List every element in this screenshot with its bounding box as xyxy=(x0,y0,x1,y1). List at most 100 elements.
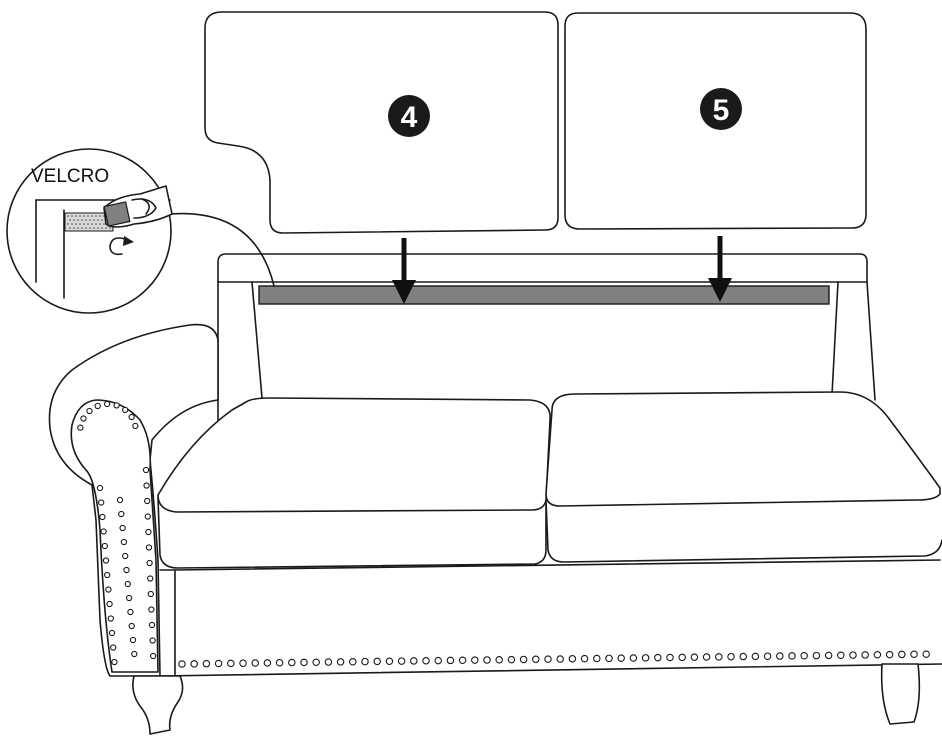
nailhead-stud xyxy=(144,497,151,505)
nailhead-stud xyxy=(148,621,156,629)
nailhead-stud xyxy=(148,606,155,613)
nailhead-stud xyxy=(446,656,455,665)
velcro-hook-dot xyxy=(103,223,105,225)
nailhead-stud xyxy=(715,653,723,661)
nailhead-stud xyxy=(131,650,138,658)
nailhead-stud xyxy=(111,658,118,666)
nailhead-stud xyxy=(617,654,625,662)
nailhead-stud xyxy=(519,655,528,664)
velcro-tab xyxy=(103,201,131,227)
nailhead-stud xyxy=(641,654,650,662)
cushion-5-badge xyxy=(700,88,742,130)
nailhead-stud xyxy=(102,557,110,564)
nailhead-stud xyxy=(145,528,152,536)
nailhead-stud xyxy=(150,652,157,660)
sofa-leg-left xyxy=(132,675,184,735)
nailhead-stud xyxy=(727,652,735,661)
nailhead-stud xyxy=(800,651,808,660)
nailhead-stud xyxy=(312,658,320,666)
nailhead-stud xyxy=(324,658,333,666)
nailhead-stud xyxy=(580,654,589,663)
nailhead-stud xyxy=(107,615,114,622)
nailhead-stud xyxy=(373,657,381,666)
nailhead-stud xyxy=(898,650,906,659)
velcro-hook-dot xyxy=(75,215,77,217)
nailhead-stud xyxy=(873,651,882,659)
sofa-back-frame xyxy=(217,253,876,421)
nailhead-stud xyxy=(118,510,125,518)
velcro-hook-dot xyxy=(79,215,81,217)
nailhead-stud xyxy=(122,406,129,414)
nailhead-stud xyxy=(336,658,345,666)
velcro-hook-dot xyxy=(85,227,87,229)
nailhead-stud xyxy=(149,637,156,644)
nailhead-stud xyxy=(106,600,113,608)
nailhead-stud xyxy=(227,659,235,668)
velcro-hook-dot xyxy=(75,223,77,225)
nailhead-stud xyxy=(110,644,117,651)
nailhead-stud xyxy=(251,659,259,667)
nailhead-stud xyxy=(361,657,369,666)
nailhead-stud xyxy=(507,655,516,664)
nailhead-stud xyxy=(702,653,711,661)
velcro-hook-dot xyxy=(87,215,89,217)
velcro-hook-dot xyxy=(99,215,101,217)
nailhead-stud xyxy=(690,653,699,661)
nailhead-stud xyxy=(143,482,150,489)
velcro-hook-dot xyxy=(101,219,103,221)
velcro-hook-dot xyxy=(71,215,73,217)
nailhead-stud xyxy=(129,636,137,644)
nailhead-stud xyxy=(483,656,491,664)
nailhead-stud xyxy=(96,484,104,492)
nailhead-stud xyxy=(101,542,108,550)
velcro-hook-dot xyxy=(97,227,99,229)
rotate-arrow-icon xyxy=(109,236,134,256)
nailhead-stud xyxy=(751,652,760,661)
velcro-hook-dot xyxy=(105,227,107,229)
velcro-hook-dot xyxy=(97,219,99,221)
nailhead-stud xyxy=(910,650,918,659)
nailhead-stud xyxy=(202,659,211,668)
nailhead-stud xyxy=(99,513,106,521)
velcro-hook-dot xyxy=(71,223,73,225)
nailhead-stud xyxy=(397,657,406,665)
velcro-hook-dot xyxy=(99,223,101,225)
velcro-hook-dot xyxy=(109,227,111,229)
seat-cushion-right xyxy=(545,391,942,563)
nailhead-stud xyxy=(471,656,479,664)
nailhead-stud xyxy=(113,402,120,409)
nailhead-stud xyxy=(104,571,111,579)
nailhead-stud xyxy=(190,660,198,668)
nailhead-stud xyxy=(122,552,129,560)
nailhead-stud xyxy=(86,407,93,415)
nailhead-stud xyxy=(410,657,418,665)
nailhead-stud xyxy=(678,653,686,662)
nailhead-stud xyxy=(885,650,894,659)
nailhead-stud xyxy=(80,415,87,422)
velcro-hook-dot xyxy=(93,227,95,229)
velcro-label: VELCRO xyxy=(31,166,109,187)
velcro-hook-dot xyxy=(83,223,85,225)
velcro-hook-dot xyxy=(67,223,69,225)
nailhead-stud xyxy=(593,654,601,663)
velcro-hook-dot xyxy=(93,219,95,221)
nailhead-stud xyxy=(119,524,126,532)
nailhead-stud xyxy=(288,658,296,667)
velcro-hook-dot xyxy=(85,219,87,221)
nailhead-stud xyxy=(144,513,151,520)
velcro-hook-dot xyxy=(77,219,79,221)
cushion-4-number: 4 xyxy=(401,101,418,134)
nailhead-stud xyxy=(98,499,105,506)
cushion-4-badge xyxy=(388,95,430,137)
nailhead-stud xyxy=(812,651,821,660)
nailhead-stud xyxy=(214,659,223,668)
nailhead-stud xyxy=(385,657,394,665)
nailhead-stud xyxy=(128,622,135,630)
nailhead-stud xyxy=(103,400,111,408)
nailhead-stud xyxy=(605,654,613,663)
nailhead-stud xyxy=(263,659,272,667)
nailhead-stud xyxy=(300,658,308,667)
nailhead-stud xyxy=(108,629,116,637)
arm-studs xyxy=(77,400,157,666)
